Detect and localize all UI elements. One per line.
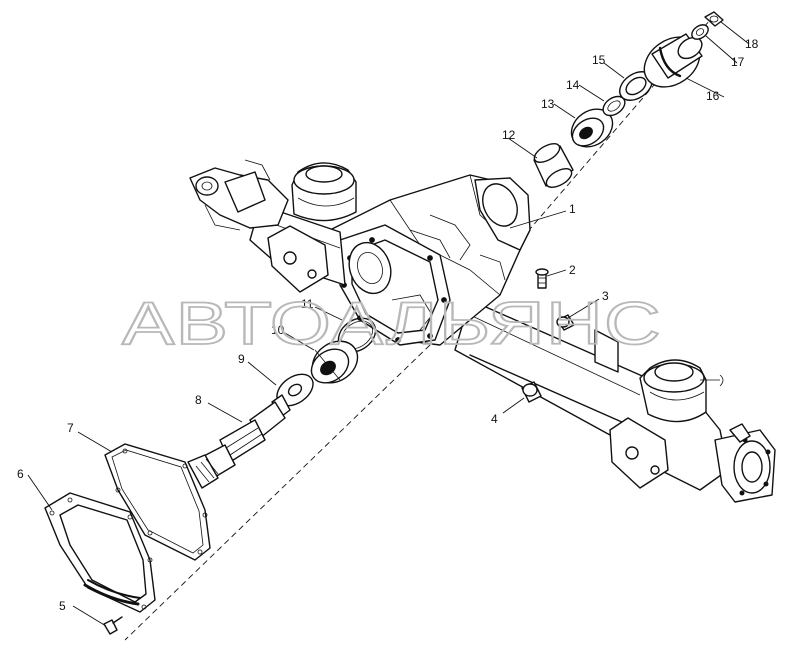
- leader-lines: [27, 21, 750, 627]
- part-7-gasket: [104, 443, 211, 561]
- part-10-bearing: [310, 340, 359, 384]
- callout-2: 2: [569, 263, 576, 277]
- part-8-pinion-shaft: [187, 394, 291, 489]
- part-12-sleeve: [533, 143, 574, 188]
- part-9-washer: [276, 373, 314, 407]
- part-16-flange: [643, 33, 703, 88]
- part-5-bolt: [103, 616, 123, 635]
- callout-12: 12: [502, 128, 516, 142]
- watermark-text: АВТОАЛЬЯНС: [122, 290, 662, 357]
- callout-6: 6: [17, 467, 24, 481]
- part-15-seal: [619, 71, 653, 101]
- callout-16: 16: [706, 89, 720, 103]
- callout-14: 14: [566, 78, 580, 92]
- callout-8: 8: [195, 393, 202, 407]
- callout-10: 10: [271, 323, 285, 337]
- axle-housing: [189, 159, 776, 503]
- callout-5: 5: [59, 599, 66, 613]
- callout-3: 3: [602, 289, 609, 303]
- part-3-plug: [556, 314, 575, 331]
- callout-17: 17: [731, 55, 745, 69]
- part-6-cover: [44, 492, 156, 613]
- part-2-breather: [535, 268, 549, 289]
- callout-7: 7: [67, 421, 74, 435]
- callout-4: 4: [491, 412, 498, 426]
- part-17-washer: [691, 24, 709, 40]
- callout-1: 1: [569, 202, 576, 216]
- callout-18: 18: [745, 37, 759, 51]
- part-18-nut: [704, 11, 724, 27]
- callout-11: 11: [301, 297, 314, 311]
- callout-13: 13: [541, 97, 555, 111]
- callout-15: 15: [592, 53, 606, 67]
- part-13-bearing: [570, 108, 614, 148]
- callout-9: 9: [238, 352, 245, 366]
- part-4-plug: [521, 381, 542, 403]
- assembly-axis-lower: [124, 344, 431, 641]
